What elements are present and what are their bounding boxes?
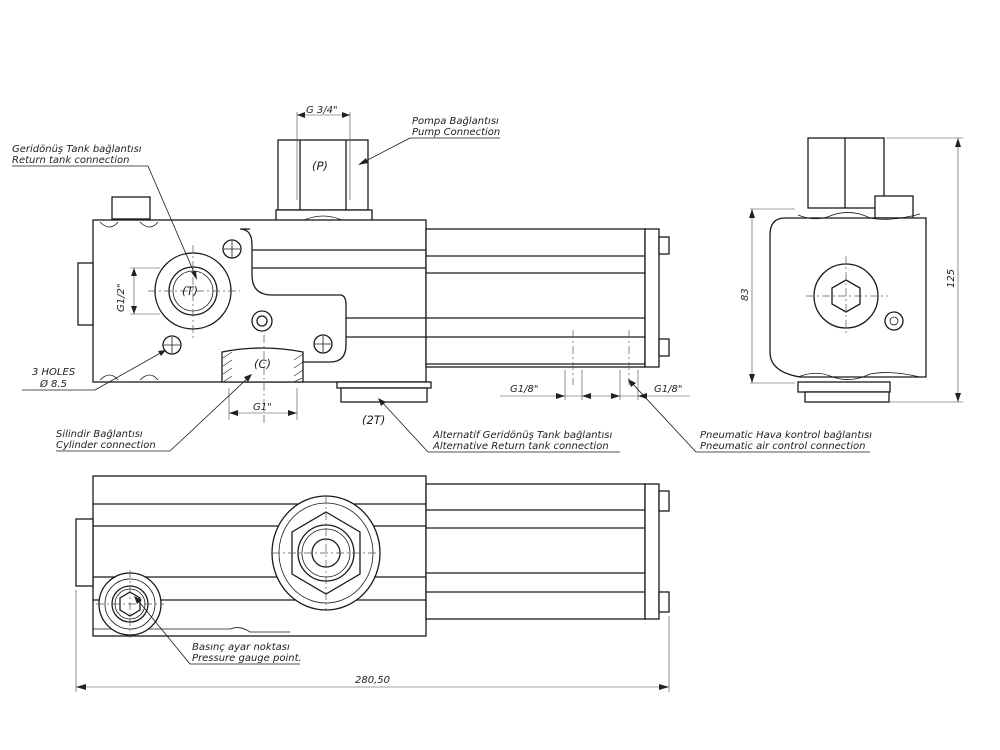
dim-body-height: 83: [740, 208, 795, 384]
total-height-dim: 125: [946, 269, 957, 288]
top-view: [75, 475, 670, 638]
tank-port: [148, 245, 240, 338]
svg-text:Pressure gauge point.: Pressure gauge point.: [192, 653, 302, 664]
callout-holes: 3 HOLES Ø 8.5: [22, 350, 166, 391]
port-label-alt-tank: (2T): [362, 413, 385, 427]
callout-pneumatic: Pneumatic Hava kontrol bağlantısı Pneuma…: [628, 379, 872, 453]
body-height-dim: 83: [740, 288, 751, 301]
dim-tank-thread: G1/2": [116, 267, 160, 315]
tank-thread-dim: G1/2": [116, 284, 127, 312]
dim-total-length: 280,50: [75, 590, 670, 692]
svg-text:Cylinder connection: Cylinder connection: [56, 440, 156, 451]
svg-text:Alternatif Geridönüş Tank bağl: Alternatif Geridönüş Tank bağlantısı: [432, 430, 612, 441]
pump-thread-dim: G 3/4": [306, 105, 338, 116]
mounting-holes: [162, 239, 333, 355]
svg-text:Silindir Bağlantısı: Silindir Bağlantısı: [56, 429, 143, 440]
svg-text:Geridönüş Tank bağlantısı: Geridönüş Tank bağlantısı: [12, 144, 142, 155]
svg-text:3 HOLES: 3 HOLES: [32, 367, 76, 378]
dim-pump-thread: G 3/4": [297, 105, 350, 118]
pump-port-top: [271, 495, 381, 611]
svg-text:Pompa Bağlantısı: Pompa Bağlantısı: [412, 116, 499, 127]
svg-text:Pump Connection: Pump Connection: [412, 127, 500, 138]
callout-cylinder: Silindir Bağlantısı Cylinder connection: [56, 374, 252, 452]
svg-text:Basınç ayar noktası: Basınç ayar noktası: [192, 642, 290, 653]
pneumatic-thread-left-dim: G1/8": [510, 384, 538, 395]
port-label-pump: (P): [312, 159, 328, 173]
callout-alt-return: Alternatif Geridönüş Tank bağlantısı Alt…: [378, 398, 620, 453]
callout-pump: Pompa Bağlantısı Pump Connection: [358, 116, 500, 165]
svg-text:Ø 8.5: Ø 8.5: [39, 378, 67, 390]
svg-text:Alternative Return tank connec: Alternative Return tank connection: [432, 441, 609, 452]
dim-cylinder-thread: G1": [228, 388, 298, 420]
cylinder-port: [221, 335, 304, 425]
dim-total-height: 125: [886, 137, 963, 403]
pneumatic-ports: [564, 330, 639, 400]
port-label-cylinder: (C): [254, 357, 271, 371]
svg-text:Pneumatic Hava kontrol bağlant: Pneumatic Hava kontrol bağlantısı: [700, 430, 872, 441]
callout-gauge: Basınç ayar noktası Pressure gauge point…: [134, 596, 302, 665]
cylinder-thread-dim: G1": [253, 402, 272, 413]
gauge-port: [96, 570, 164, 638]
port-label-tank: (T): [182, 284, 198, 298]
callout-return-tank: Geridönüş Tank bağlantısı Return tank co…: [12, 144, 197, 280]
total-length-dim: 280,50: [355, 675, 390, 686]
svg-text:Return tank connection: Return tank connection: [12, 155, 129, 166]
pump-fitting: [275, 112, 373, 223]
front-view: [77, 112, 670, 425]
pneumatic-thread-right-dim: G1/8": [654, 384, 682, 395]
side-view: [769, 137, 927, 403]
svg-text:Pneumatic air control connecti: Pneumatic air control connection: [700, 441, 865, 452]
dim-pneumatic-threads: G1/8" G1/8": [500, 384, 690, 399]
